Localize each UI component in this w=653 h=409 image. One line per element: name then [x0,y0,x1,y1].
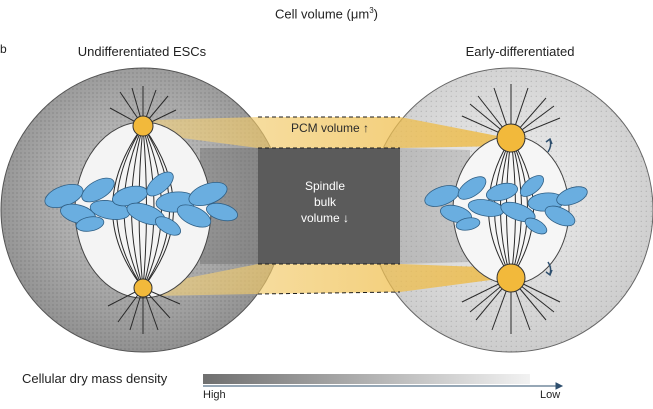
figure-title: Cell volume (μm3) [0,6,653,21]
right-chromosomes [424,175,588,235]
right-centrosome-bottom [496,263,526,293]
legend-high-label: High [203,389,226,401]
spindle-label-line-2: bulk [313,195,336,209]
left-cell-label: Undifferentiated ESCs [77,44,207,59]
spindle-bulk-band [200,148,470,264]
title-text: Cell volume (μm [275,6,370,22]
left-chromosomes [44,171,238,236]
band-outlines [257,116,401,295]
down-arrow-icon: ↓ [343,211,350,225]
left-centrosome-top [132,115,154,137]
pcm-volume-band [152,117,508,296]
legend-label: Cellular dry mass density [22,371,168,386]
legend-low-label: Low [540,389,561,401]
up-arrow-icon: ↑ [363,121,370,135]
outward-arrow-icons [545,137,553,277]
title-end: ) [373,6,378,22]
title-superscript: 3 [369,6,374,15]
pcm-label-text: PCM volume [290,121,360,135]
panel-letter: b [0,42,7,56]
density-gradient-bar [203,374,530,384]
pcm-volume-label: PCM volume ↑ [270,121,390,135]
spindle-label-line-3-text: volume [300,211,340,225]
right-cell-label: Early-differentiated [465,44,575,59]
spindle-bulk-volume-label: Spindle bulk volume ↓ [280,178,370,226]
right-centrosome-top [496,123,526,153]
spindle-label-line-3: volume ↓ [280,210,370,226]
legend-axis-arrow-icon [203,382,564,390]
spindle-label-line-1: Spindle [304,179,346,193]
left-centrosome-bottom [133,278,153,298]
